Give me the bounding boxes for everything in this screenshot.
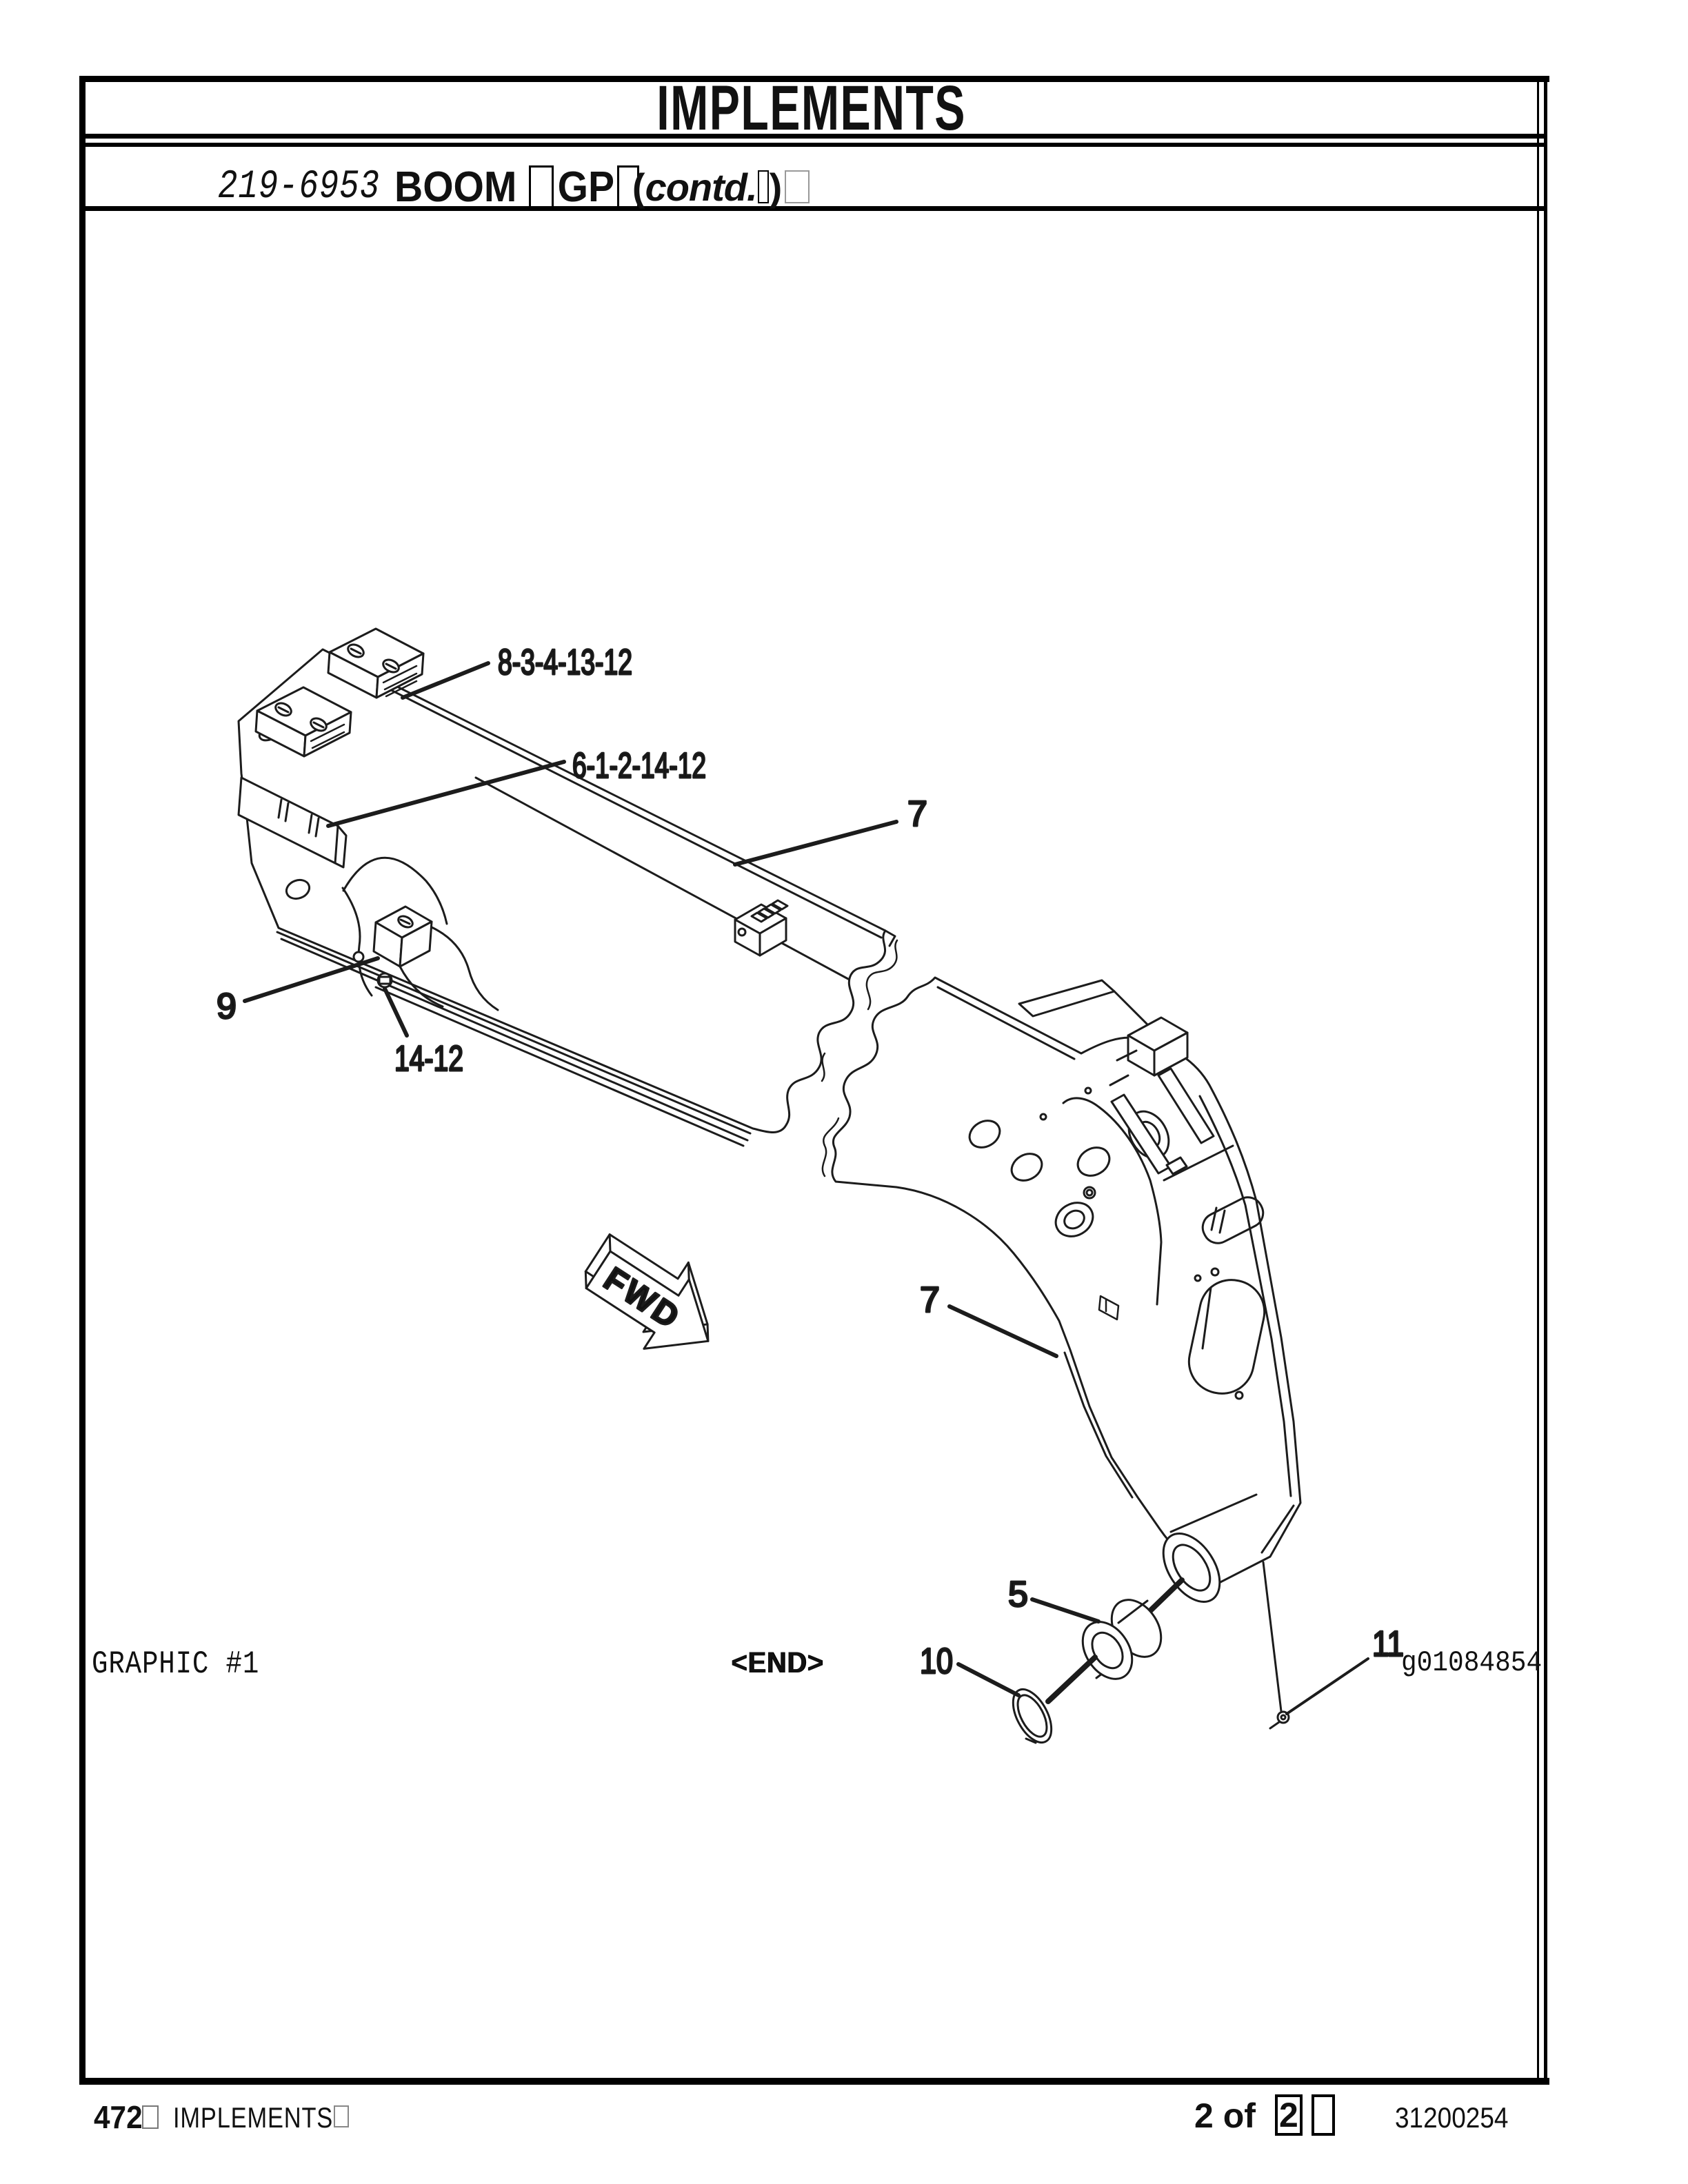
frame-right-border-inner (1537, 76, 1539, 2079)
frame-left-border (79, 76, 86, 2084)
side-plate-hole (285, 878, 311, 900)
fwd-arrow: FWD (584, 1233, 710, 1350)
part-group-suffix: GP (557, 163, 615, 211)
exploded-parts (1012, 1561, 1290, 1744)
wear-strip-part (734, 899, 789, 957)
knee-oval-cutout (1187, 1279, 1266, 1395)
hose-arch (342, 856, 448, 925)
footer-doc-number: 31200254 (1395, 2101, 1509, 2134)
subtitle-rule (79, 206, 1544, 211)
callout-label: 7 (920, 1280, 940, 1320)
frame-right-border-outer (1544, 76, 1547, 2079)
footer-page-number: 472 (94, 2099, 143, 2135)
callout-label: 5 (1008, 1575, 1028, 1615)
page-header: IMPLEMENTS (86, 73, 1538, 143)
contd-close-paren: ) (769, 165, 783, 209)
contd-label: contd. (645, 165, 758, 209)
callout-label: 9 (217, 987, 237, 1027)
wear-pad-bar-side (254, 686, 352, 758)
ring-part-10 (1012, 1688, 1053, 1744)
part-group-name: BOOM (394, 163, 517, 211)
frame-bottom-border (79, 2078, 1549, 2085)
missing-glyph-box (529, 165, 554, 208)
wear-pad-bar-top (327, 627, 425, 699)
end-marker: <END> (731, 1646, 824, 1679)
graphic-caption: GRAPHIC #1 (92, 1646, 260, 1682)
missing-glyph-box (757, 170, 769, 203)
part-number: 219-6953 (218, 164, 380, 210)
callout-labels: 8-3-4-13-12 6-1-2-14-12 9 14-12 7 7 5 10… (216, 642, 1405, 1683)
boom-outer-section (821, 976, 1302, 1586)
bushing-part-5 (1081, 1599, 1163, 1680)
missing-glyph-box (142, 2105, 159, 2129)
missing-glyph-box (616, 165, 639, 208)
callout-label: 6-1-2-14-12 (572, 746, 706, 786)
callout-label: 8-3-4-13-12 (498, 643, 632, 682)
pad-bracket (352, 905, 499, 1011)
footer-section: IMPLEMENTS (173, 2101, 334, 2134)
callout-label: 10 (920, 1641, 953, 1681)
graphic-id: g01084854 (1401, 1646, 1543, 1679)
missing-glyph-box (785, 170, 810, 203)
missing-glyph-box (334, 2105, 349, 2127)
callout-leaders (243, 661, 1369, 1715)
callout-label: 11 (1372, 1624, 1404, 1664)
contd-open-paren: ( (632, 165, 645, 209)
nose-bracket (1018, 979, 1215, 1175)
title-rule-lower (79, 143, 1544, 147)
footer-sheet-total: 2 (1275, 2094, 1303, 2136)
footer-sheet-label: 2 of (1194, 2096, 1256, 2135)
page-title: IMPLEMENTS (656, 72, 967, 143)
pad-retainer-plate (237, 776, 348, 869)
part-heading: 219-6953 BOOM GP ( contd. ) (218, 163, 810, 211)
title-rule-upper (79, 134, 1544, 139)
callout-label: 14-12 (394, 1039, 463, 1079)
callout-label: 7 (907, 794, 927, 834)
missing-glyph-box (1312, 2094, 1335, 2136)
frame-top-border (79, 76, 1549, 82)
